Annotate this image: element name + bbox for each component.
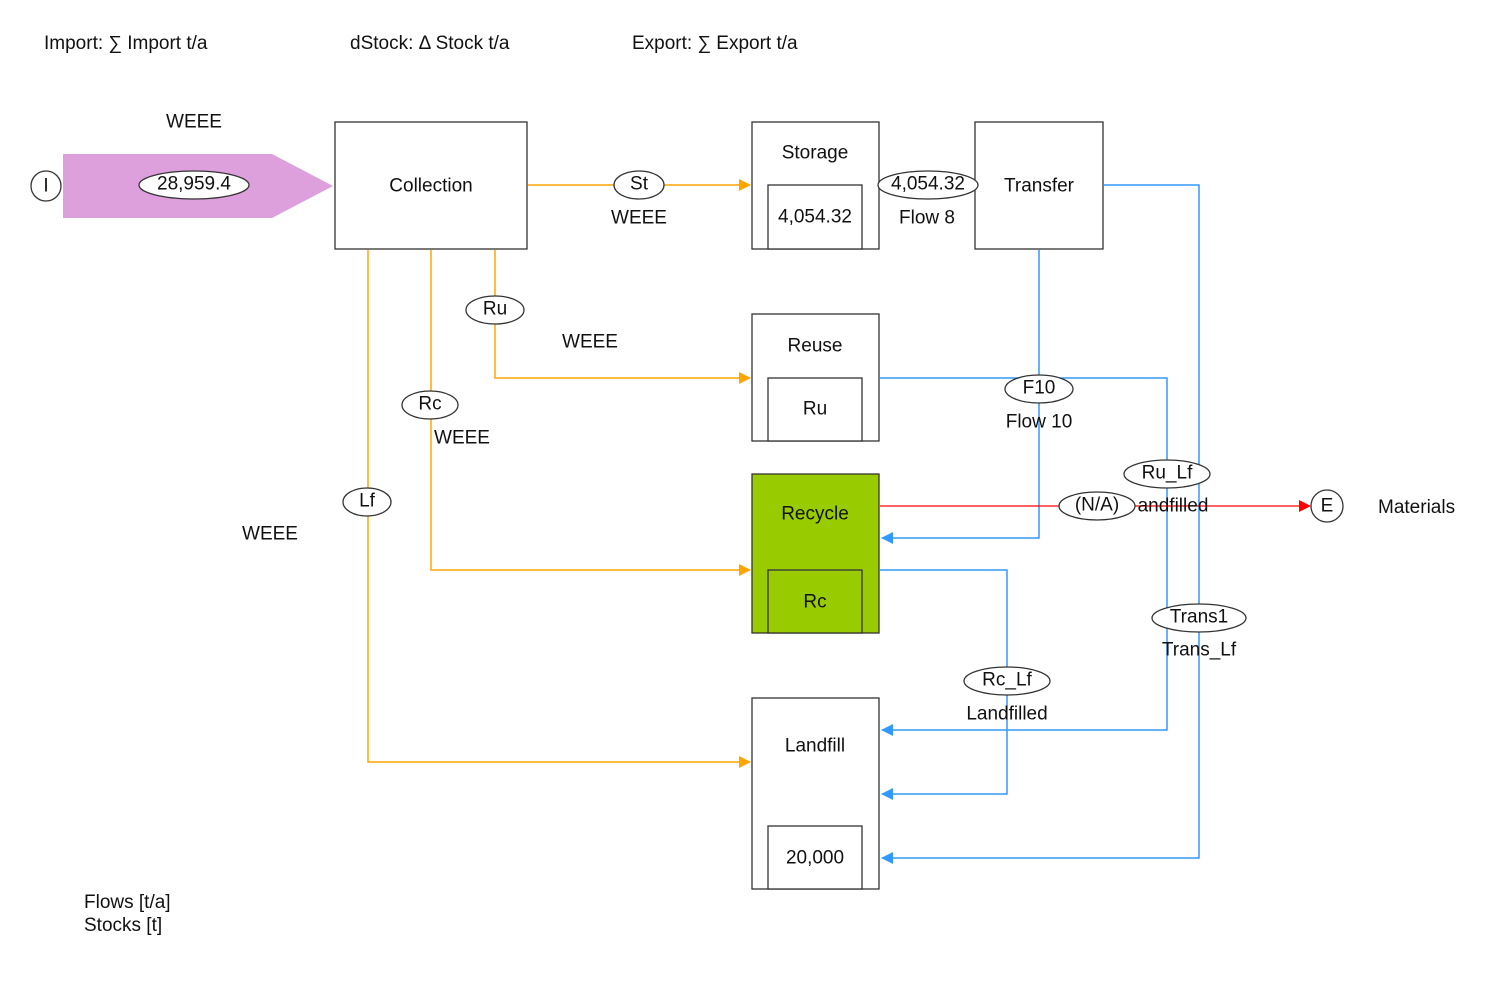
- flow-export-name: Materials: [1378, 497, 1455, 518]
- import-value-oval: [138, 170, 250, 200]
- flow-8-value: 4,054.32: [891, 174, 965, 195]
- flow-ru-lf-oval[interactable]: [1123, 459, 1211, 489]
- reuse-stock-value: Ru: [803, 399, 827, 420]
- import-node[interactable]: [30, 170, 62, 202]
- flow-rc-lf-id: Rc_Lf: [982, 670, 1032, 691]
- recycle-stock-value: Rc: [803, 592, 826, 613]
- flow-8-oval[interactable]: [877, 170, 979, 200]
- blue-flows: [880, 184, 1200, 864]
- export-node[interactable]: [1310, 489, 1344, 523]
- flow-rc-lf-oval[interactable]: [963, 666, 1051, 696]
- flow-trans1-id: Trans1: [1170, 607, 1228, 628]
- flow-rc-line[interactable]: [430, 250, 751, 576]
- flow-export-oval[interactable]: [1058, 491, 1136, 521]
- collection-process[interactable]: [334, 121, 528, 250]
- flow-trans1-name: Trans_Lf: [1162, 640, 1237, 661]
- flow-ru-oval[interactable]: [465, 295, 525, 325]
- import-node-label: I: [43, 176, 48, 197]
- storage-label: Storage: [782, 143, 849, 164]
- flow-ru-id: Ru: [483, 299, 507, 320]
- flow-rc-oval[interactable]: [401, 390, 459, 420]
- legend-stocks-unit: Stocks [t]: [84, 915, 162, 936]
- recycle-stock-box: [767, 569, 863, 634]
- import-value: 28,959.4: [157, 174, 231, 195]
- flow-ru-lf-id: Ru_Lf: [1142, 463, 1193, 484]
- header-import: Import: ∑ Import t/a: [44, 33, 208, 54]
- flow-rc-id: Rc: [418, 394, 441, 415]
- reuse-stock-box: [767, 377, 863, 442]
- flow-rc-name: WEEE: [434, 428, 490, 449]
- flow-10-line[interactable]: [881, 250, 1040, 544]
- flow-ru-name: WEEE: [562, 332, 618, 353]
- landfill-label: Landfill: [785, 736, 845, 757]
- flow-st-oval[interactable]: [613, 170, 665, 200]
- flow-lf-line[interactable]: [367, 250, 751, 768]
- orange-flows: [367, 179, 751, 768]
- flow-ru-line[interactable]: [494, 250, 751, 384]
- flow-export-value: (N/A): [1075, 495, 1119, 516]
- flow-trans1-line[interactable]: [881, 184, 1200, 864]
- flow-10-oval[interactable]: [1004, 374, 1074, 404]
- import-flow-name: WEEE: [166, 112, 222, 133]
- legend-flows-unit: Flows [t/a]: [84, 892, 171, 913]
- flow-st-name: WEEE: [611, 208, 667, 229]
- header-dstock: dStock: Δ Stock t/a: [350, 33, 510, 54]
- flow-ru-lf-name: andfilled: [1138, 496, 1209, 517]
- flow-rc-lf-name: Landfilled: [966, 704, 1047, 725]
- header-export: Export: ∑ Export t/a: [632, 33, 798, 54]
- recycle-label: Recycle: [781, 504, 849, 525]
- flow-10-name: Flow 10: [1006, 412, 1073, 433]
- collection-label: Collection: [389, 176, 472, 197]
- landfill-stock-value: 20,000: [786, 848, 844, 869]
- landfill-stock-box: [767, 825, 863, 890]
- flow-lf-id: Lf: [359, 491, 376, 512]
- flow-lf-oval[interactable]: [342, 487, 392, 517]
- transfer-label: Transfer: [1004, 176, 1075, 197]
- flow-trans1-oval[interactable]: [1151, 603, 1247, 633]
- flow-10-id: F10: [1023, 378, 1056, 399]
- storage-stock-value: 4,054.32: [778, 207, 852, 228]
- storage-stock-box: [767, 184, 863, 250]
- flow-st-id: St: [630, 174, 649, 195]
- reuse-label: Reuse: [788, 336, 843, 357]
- export-node-label: E: [1321, 496, 1334, 517]
- transfer-process[interactable]: [974, 121, 1104, 250]
- flow-8-name: Flow 8: [899, 208, 955, 229]
- flow-lf-name: WEEE: [242, 524, 298, 545]
